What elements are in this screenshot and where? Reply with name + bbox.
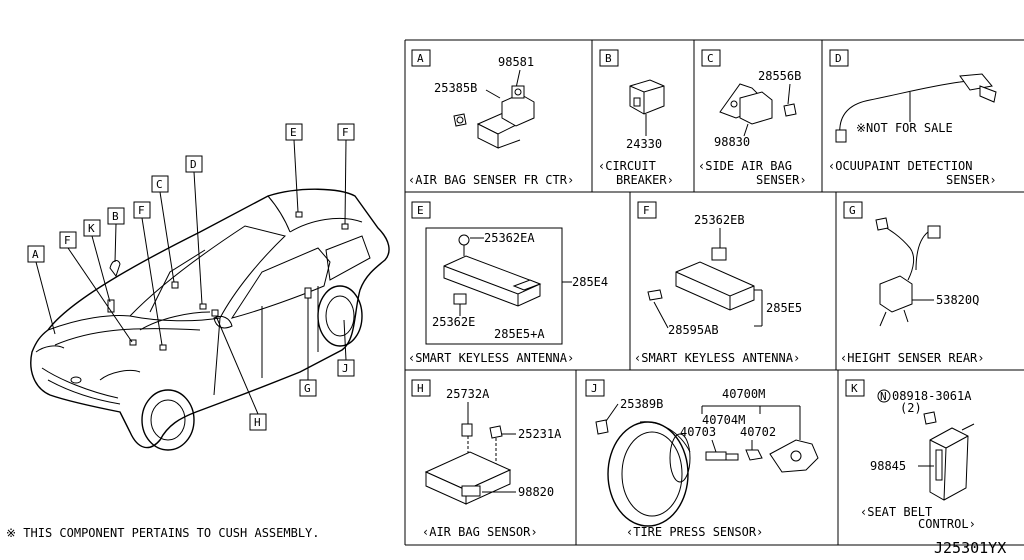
callout-f1: F [64,234,71,247]
panel-e-letter: E [417,204,424,217]
panel-a: A 98581 25385B ‹AIR BAG SENSER FR CTR› [408,49,574,187]
panel-f-caption: ‹SMART KEYLESS ANTENNA› [634,351,800,365]
panel-e-part-285e5a: 285E5+A [494,327,545,341]
callout-f3: F [342,126,349,139]
panel-a-letter: A [417,52,424,65]
panel-j-part-40703: 40703 [680,425,716,439]
panel-j-part-25389b: 25389B [620,397,663,411]
callout-h: H [254,416,261,429]
panel-c: C 28556B 98830 ‹SIDE AIR BAG SENSER› [698,49,807,187]
panel-k: K N 08918-3061A (2) 98845 ‹SEAT BELT CON… [845,379,976,531]
panel-g: G 53820Q ‹HEIGHT SENSER REAR› [840,201,985,365]
panel-k-letter: K [851,382,858,395]
panel-j-caption: ‹TIRE PRESS SENSOR› [626,525,763,539]
panel-h-part-98820: 98820 [518,485,554,499]
panel-b-caption-2: BREAKER› [616,173,674,187]
panel-k-part-08918: 08918-3061A [892,389,972,403]
callout-a: A [32,248,39,261]
panel-c-caption-1: ‹SIDE AIR BAG [698,159,792,173]
occupant-detection-sensor-drawing [835,73,997,143]
panel-g-part-53820q: 53820Q [936,293,979,307]
panel-a-part-98581: 98581 [498,55,534,69]
panel-h-caption: ‹AIR BAG SENSOR› [422,525,538,539]
panel-j-part-40702: 40702 [740,425,776,439]
panel-h-part-25732a: 25732A [446,387,490,401]
panel-k-part-98845: 98845 [870,459,906,473]
panel-f-part-28595ab: 28595AB [668,323,719,337]
panel-g-letter: G [849,204,856,217]
callout-k: K [88,222,95,235]
panel-d-letter: D [835,52,842,65]
panel-e-part-25362e: 25362E [432,315,475,329]
panel-b-caption-1: ‹CIRCUIT [598,159,656,173]
panel-c-letter: C [707,52,714,65]
circled-n-icon [877,389,891,403]
panel-d-caption-1: ‹OCUUPAINT DETECTION [828,159,973,173]
panel-h-part-25231a: 25231A [518,427,562,441]
panel-a-caption: ‹AIR BAG SENSER FR CTR› [408,173,574,187]
panel-d-caption-2: SENSER› [946,173,997,187]
panel-k-circled-n: N [880,390,887,403]
panel-f-part-25362eb: 25362EB [694,213,745,227]
panel-k-caption-1: ‹SEAT BELT [860,505,932,519]
panel-a-part-25385b: 25385B [434,81,477,95]
panel-f-letter: F [643,204,650,217]
panel-j: J 40700M 40704M 25389B 40703 40702 ‹TIRE… [585,379,819,539]
panel-d-not-for-sale: ※NOT FOR SALE [856,121,953,135]
panel-f: F 25362EB 285E5 28595AB ‹SMART KEYLESS A… [634,201,802,365]
diagram-code: J25301YX [934,539,1006,557]
callout-f2: F [138,204,145,217]
car-illustration [30,188,390,451]
panel-h: H 25732A 25231A 98820 ‹AIR BAG SENSOR› [411,379,562,539]
panel-k-part-qty: (2) [900,401,922,415]
panel-c-caption-2: SENSER› [756,173,807,187]
panel-e-part-285e4: 285E4 [572,275,608,289]
panel-g-caption: ‹HEIGHT SENSER REAR› [840,351,985,365]
panel-b-letter: B [605,52,612,65]
car-callouts: A F K B F C D E F H G J [27,123,355,431]
smart-keyless-antenna-e-drawing [443,234,542,307]
callout-g: G [304,382,311,395]
callout-d: D [190,158,197,171]
panel-b-part-24330: 24330 [626,137,662,151]
callout-c: C [156,178,163,191]
panel-j-letter: J [591,382,598,395]
panel-e-caption: ‹SMART KEYLESS ANTENNA› [408,351,574,365]
panel-j-part-40700m: 40700M [722,387,765,401]
panel-grid [404,39,1024,546]
height-sensor-rear-drawing [875,217,941,327]
smart-keyless-antenna-f-drawing [647,247,755,311]
callout-j: J [342,362,349,375]
panel-c-part-28556b: 28556B [758,69,801,83]
footnote: ※ THIS COMPONENT PERTAINS TO CUSH ASSEMB… [6,526,320,540]
air-bag-sensor-drawing [424,423,512,505]
panel-h-letter: H [417,382,424,395]
panel-j-part-40704m: 40704M [702,413,745,427]
tire-press-sensor-drawing [595,419,819,527]
panel-e-part-25362ea: 25362EA [484,231,535,245]
panel-b: B 24330 ‹CIRCUIT BREAKER› [598,49,674,187]
panel-c-part-98830: 98830 [714,135,750,149]
side-air-bag-sensor-drawing [719,83,797,125]
seat-belt-control-drawing [923,411,975,501]
circuit-breaker-drawing [629,79,665,115]
panel-f-part-285e5: 285E5 [766,301,802,315]
callout-e: E [290,126,297,139]
panel-e: E 25362EA 285E4 25362E 285E5+A ‹SMART KE… [408,201,608,365]
callout-b: B [112,210,119,223]
panel-d: D ※NOT FOR SALE ‹OCUUPAINT DETECTION SEN… [828,49,997,187]
panel-k-caption-2: CONTROL› [918,517,976,531]
air-bag-sensor-fr-ctr-drawing [453,85,535,149]
